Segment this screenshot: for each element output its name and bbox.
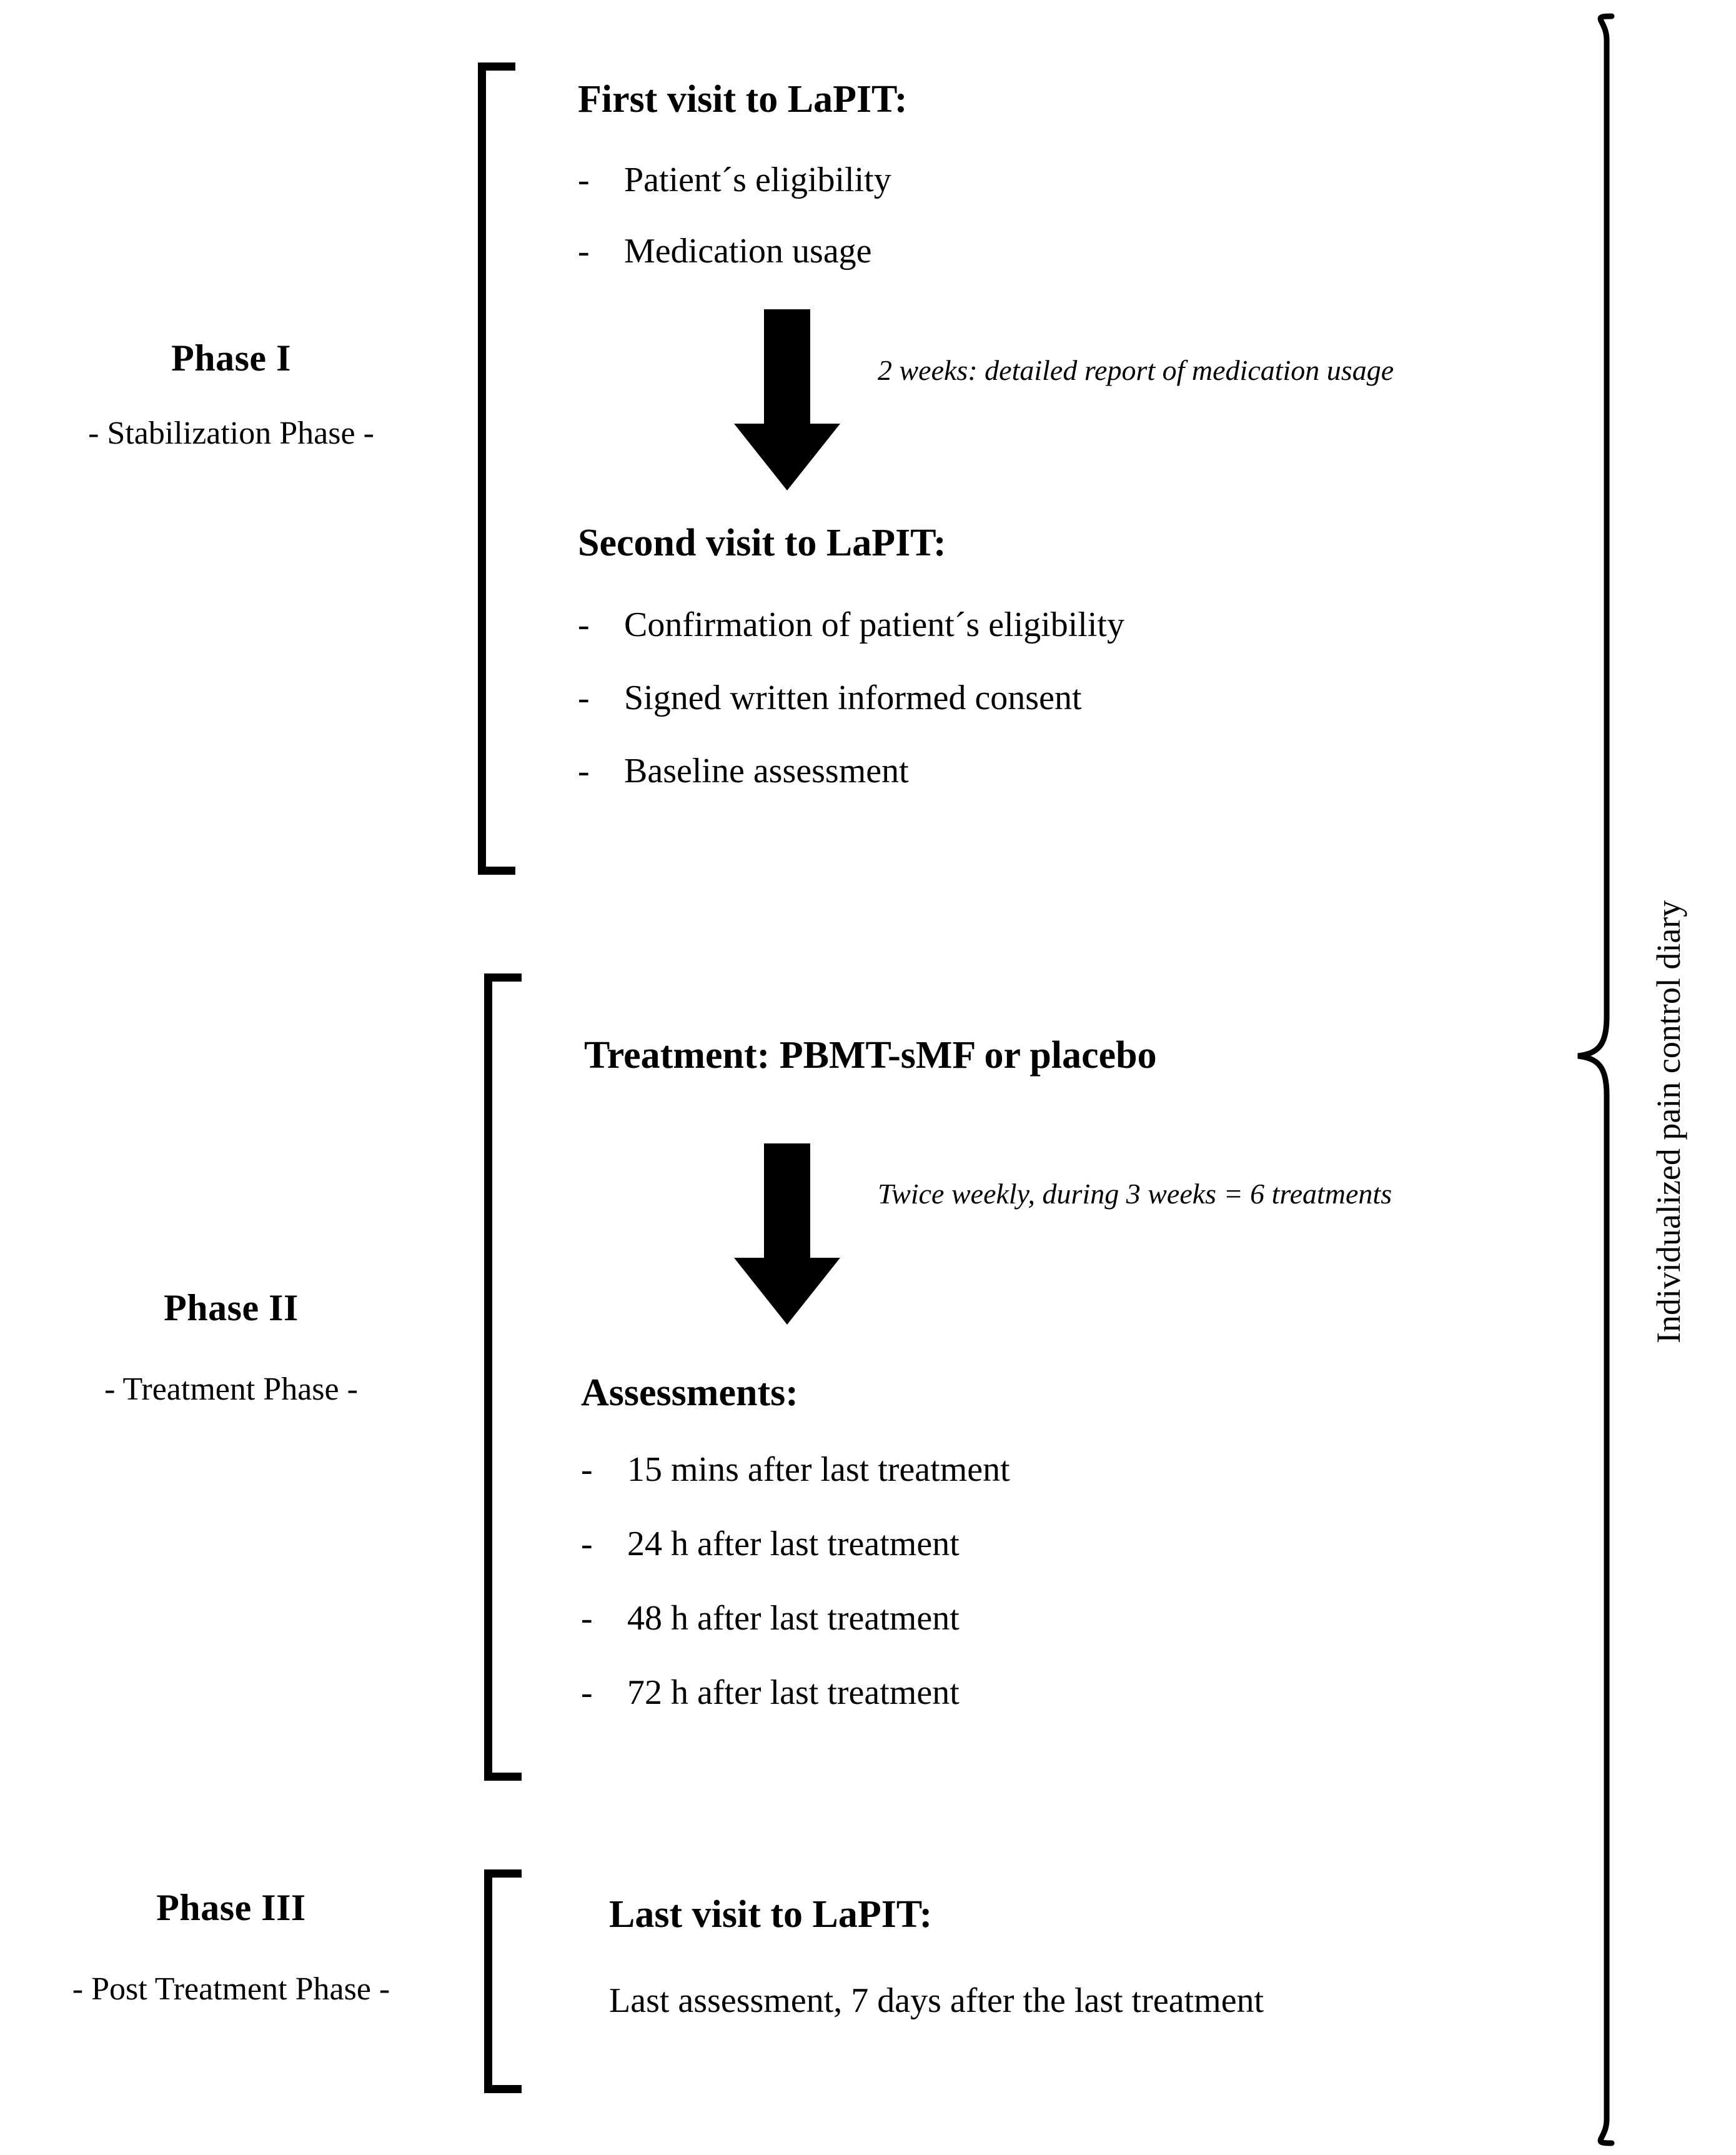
phase-3-title: Phase III — [156, 1887, 306, 1928]
phase-2-title: Phase II — [164, 1287, 299, 1328]
phase-2-step-2-bullet-4: - 72 h after last treatment — [581, 1673, 960, 1713]
phase-2-step-1-heading: Treatment: PBMT-sMF or placebo — [584, 1034, 1157, 1077]
phase-2-label-group: Phase II — [12, 1287, 450, 1328]
phase-2-arrow-annotation: Twice weekly, during 3 weeks = 6 treatme… — [878, 1178, 1392, 1210]
bullet-text: Signed written informed consent — [624, 679, 1082, 717]
phase-1-subtitle-group: - Stabilization Phase - — [12, 416, 450, 451]
bullet-marker-icon: - — [581, 1450, 593, 1489]
bullet-text: 48 h after last treatment — [627, 1599, 960, 1638]
phase-1-label-group: Phase I — [12, 337, 450, 379]
bullet-text: 15 mins after last treatment — [627, 1450, 1010, 1489]
bullet-marker-icon: - — [581, 1673, 593, 1712]
phase-2-step-2-bullet-2: - 24 h after last treatment — [581, 1525, 960, 1564]
bullet-text: 72 h after last treatment — [627, 1673, 960, 1712]
phase-1-step-2-bullet-1: - Confirmation of patient´s eligibility — [578, 605, 1124, 645]
bullet-text: Baseline assessment — [624, 752, 909, 790]
phase-1-step-1-bullet-2: - Medication usage — [578, 232, 872, 271]
overall-brace-label: Individualized pain control diary — [1650, 900, 1687, 1343]
phase-1-arrow-annotation: 2 weeks: detailed report of medication u… — [878, 354, 1394, 386]
phase-2-subtitle: - Treatment Phase - — [104, 1371, 358, 1407]
phase-3-bracket — [484, 1869, 522, 2093]
bullet-marker-icon: - — [578, 161, 590, 199]
phase-1-flow-arrow-icon — [734, 309, 840, 490]
phase-1-step-2-bullet-2: - Signed written informed consent — [578, 679, 1082, 718]
bullet-text: 24 h after last treatment — [627, 1525, 960, 1563]
phase-2-flow-arrow-icon — [734, 1143, 840, 1325]
phase-2-step-2-heading: Assessments: — [581, 1371, 798, 1414]
phase-1-title: Phase I — [171, 337, 291, 379]
bullet-marker-icon: - — [578, 752, 590, 790]
bullet-text: Medication usage — [624, 232, 872, 271]
bullet-marker-icon: - — [578, 679, 590, 717]
phase-3-subtitle: - Post Treatment Phase - — [72, 1971, 390, 2007]
bullet-marker-icon: - — [581, 1525, 593, 1563]
bullet-text: Patient´s eligibility — [624, 161, 891, 199]
phase-2-step-2-bullet-1: - 15 mins after last treatment — [581, 1450, 1010, 1490]
phase-3-subtitle-group: - Post Treatment Phase - — [12, 1971, 450, 2007]
bullet-marker-icon: - — [578, 232, 590, 271]
phase-3-label-group: Phase III — [12, 1887, 450, 1928]
phase-1-bracket — [478, 62, 515, 875]
phase-2-step-2-bullet-3: - 48 h after last treatment — [581, 1599, 960, 1638]
bullet-marker-icon: - — [581, 1599, 593, 1638]
phase-1-step-2-heading: Second visit to LaPIT: — [578, 522, 946, 564]
phase-3-step-1-body: Last assessment, 7 days after the last t… — [609, 1981, 1264, 2020]
phase-1-step-2-bullet-3: - Baseline assessment — [578, 752, 909, 791]
phase-1-step-1-bullet-1: - Patient´s eligibility — [578, 161, 891, 200]
phase-3-step-1-heading: Last visit to LaPIT: — [609, 1893, 933, 1936]
phase-1-subtitle: - Stabilization Phase - — [88, 416, 374, 451]
overall-brace — [1518, 11, 1624, 2148]
phase-2-subtitle-group: - Treatment Phase - — [12, 1371, 450, 1407]
phase-1-step-1-heading: First visit to LaPIT: — [578, 78, 908, 121]
phase-2-bracket — [484, 973, 522, 1781]
bullet-marker-icon: - — [578, 605, 590, 644]
bullet-text: Confirmation of patient´s eligibility — [624, 605, 1124, 644]
